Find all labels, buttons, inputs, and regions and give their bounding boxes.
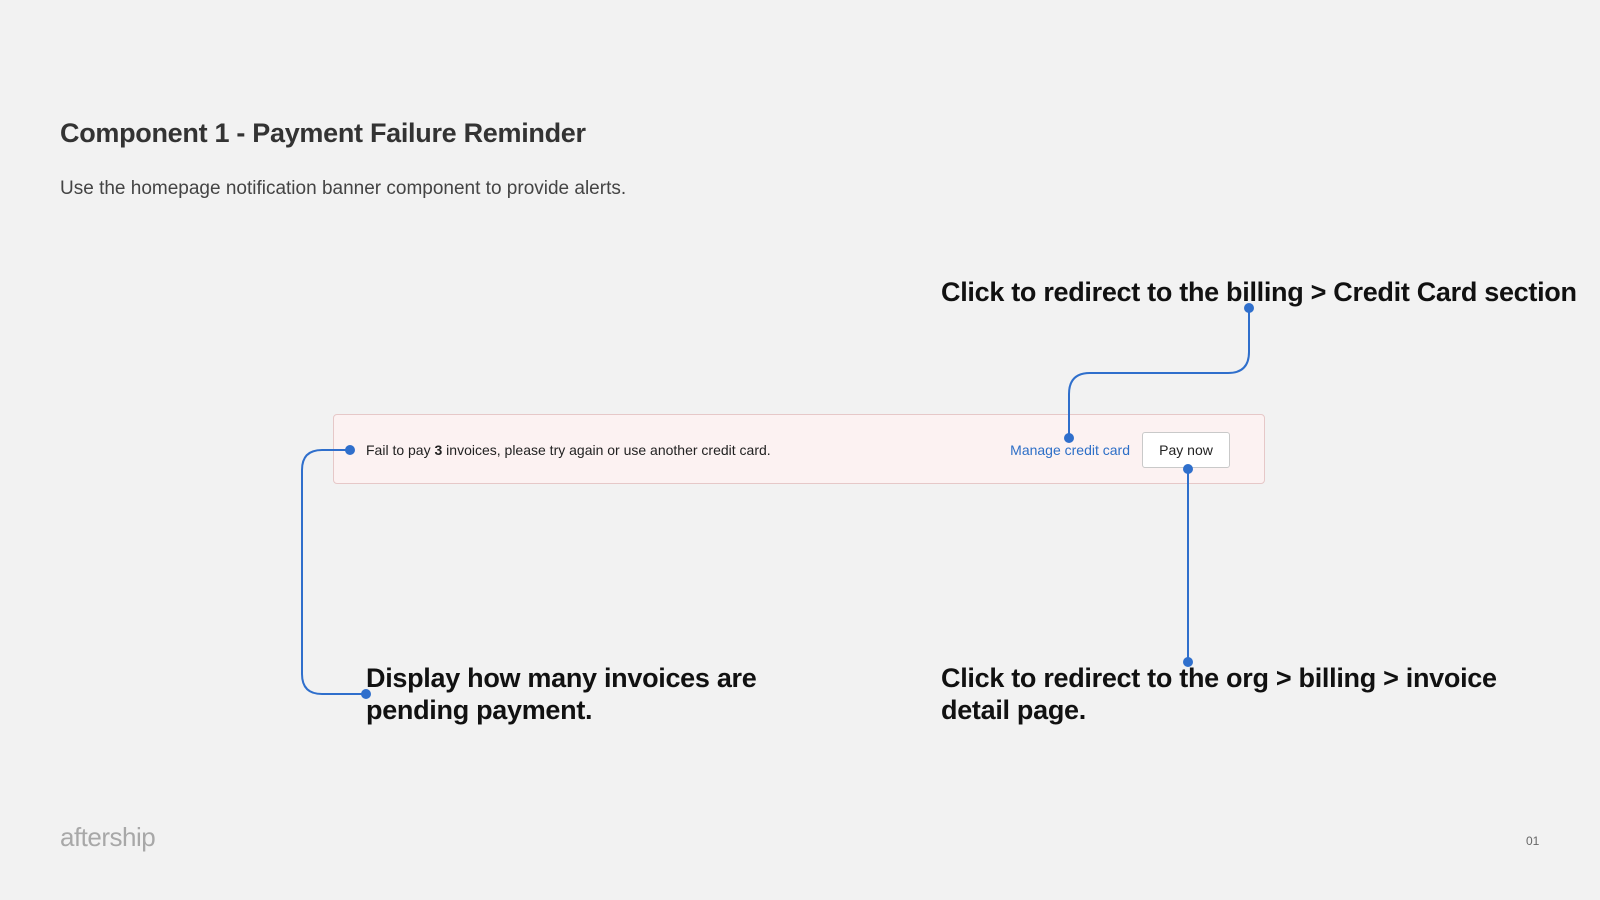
connector-pending <box>301 449 366 695</box>
manage-credit-card-link[interactable]: Manage credit card <box>1010 442 1130 458</box>
banner-message: Fail to pay 3 invoices, please try again… <box>366 442 771 458</box>
annotation-billing-redirect: Click to redirect to the billing > Credi… <box>941 277 1577 307</box>
message-suffix: invoices, please try again or use anothe… <box>442 442 771 458</box>
message-prefix: Fail to pay <box>366 442 435 458</box>
invoice-count: 3 <box>434 442 443 458</box>
pay-now-button[interactable]: Pay now <box>1142 432 1230 468</box>
aftership-logo: aftership <box>60 822 156 852</box>
page-number: 01 <box>1526 834 1540 848</box>
slide-subtitle: Use the homepage notification banner com… <box>60 178 627 199</box>
annotation-pending-invoices: Display how many invoices are pending pa… <box>366 663 757 725</box>
annotation-invoice-redirect: Click to redirect to the org > billing >… <box>941 663 1497 725</box>
slide-title: Component 1 - Payment Failure Reminder <box>60 118 586 148</box>
payment-failure-banner: Fail to pay 3 invoices, please try again… <box>333 414 1265 484</box>
